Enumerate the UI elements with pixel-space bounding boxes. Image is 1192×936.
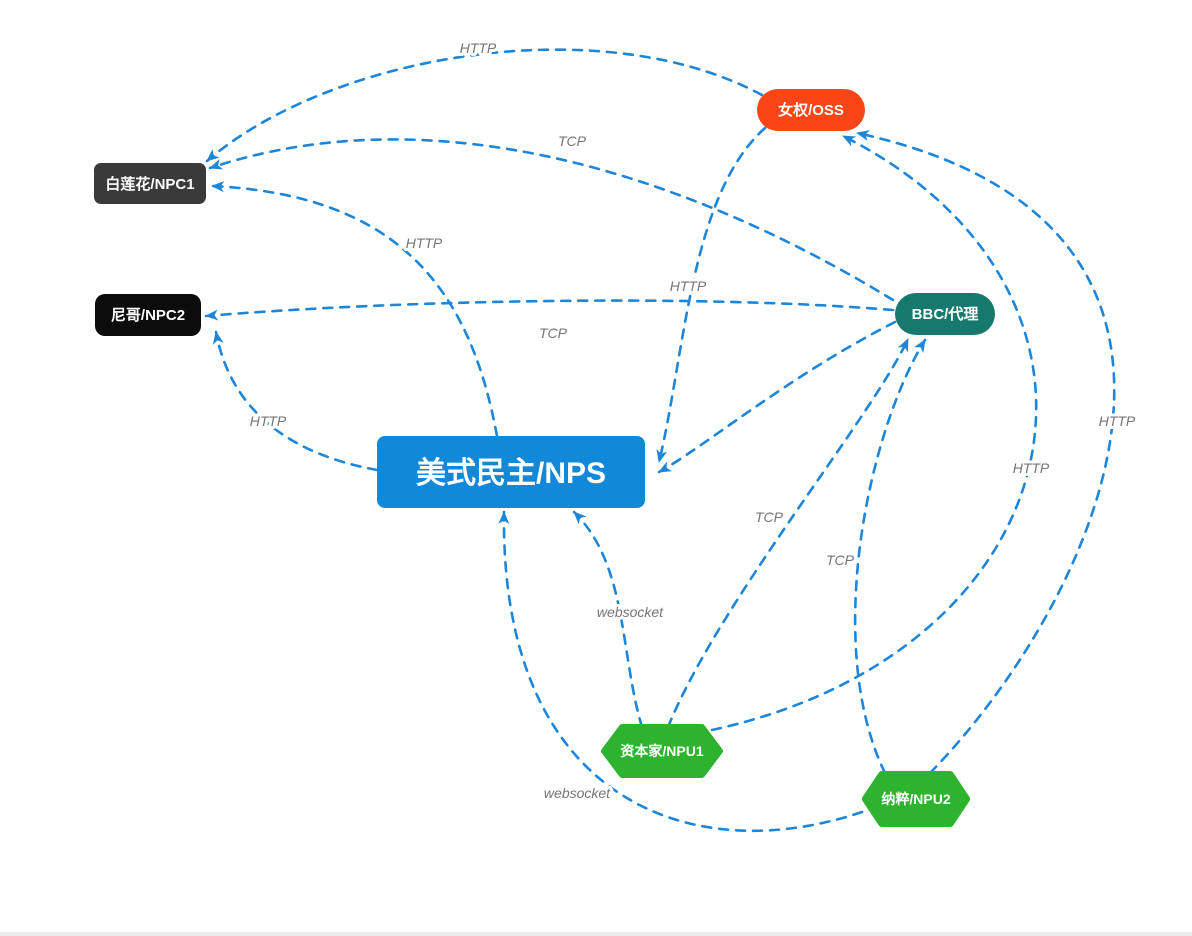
- node-npu1[interactable]: 资本家/NPU1: [601, 724, 723, 778]
- edge-label-http-oss-nps: HTTP: [670, 278, 707, 294]
- edge-label-http-nps-npc1: HTTP: [406, 235, 443, 251]
- edge-nps-to-npc1: [210, 181, 499, 438]
- node-npc1-label: 白莲花/NPC1: [105, 175, 194, 193]
- node-npu2-label: 纳粹/NPU2: [881, 791, 950, 807]
- edge-bbc-to-nps: [657, 320, 897, 474]
- edge-npu2-to-bbc: [853, 338, 927, 775]
- node-npc2[interactable]: 尼哥/NPC2: [95, 294, 201, 336]
- node-npu2-shape[interactable]: [866, 775, 966, 823]
- node-nps-label: 美式民主/NPS: [416, 456, 606, 490]
- bottom-edge-strip: [0, 932, 1192, 936]
- edge-bbc-to-npc2: [204, 299, 895, 321]
- nodes-layer: 女权/OSS 白莲花/NPC1 尼哥/NPC2 美式民主/NPS BBC/代理 …: [94, 89, 995, 827]
- edge-oss-to-npc1: [205, 48, 764, 163]
- node-npc2-shape[interactable]: [95, 294, 201, 336]
- edge-npu1-to-bbc: [666, 337, 910, 729]
- node-oss[interactable]: 女权/OSS: [757, 89, 865, 131]
- edge-oss-to-nps: [656, 126, 767, 464]
- node-npu1-outline: [601, 724, 723, 778]
- edge-npu2-to-oss: [855, 130, 1116, 775]
- node-oss-shape[interactable]: [757, 89, 865, 131]
- edge-label-http-oss-npc1: HTTP: [460, 40, 497, 56]
- edge-label-tcp-bbc-npc1: TCP: [558, 133, 587, 149]
- edges-layer: [204, 48, 1116, 832]
- edge-npu1-to-oss: [710, 134, 1038, 732]
- edge-label-tcp-npu2-bbc: TCP: [826, 552, 855, 568]
- node-bbc[interactable]: BBC/代理: [895, 293, 995, 335]
- node-npu1-shape[interactable]: [604, 727, 720, 775]
- edge-bbc-to-npc1: [208, 138, 895, 302]
- edge-label-http-nps-npc2: HTTP: [250, 413, 287, 429]
- node-bbc-shape[interactable]: [895, 293, 995, 335]
- node-nps-shape[interactable]: [377, 436, 645, 508]
- edge-npu2-to-nps: [498, 510, 864, 832]
- node-nps[interactable]: 美式民主/NPS: [377, 436, 645, 508]
- node-npu1-label: 资本家/NPU1: [620, 743, 703, 759]
- node-bbc-label: BBC/代理: [912, 305, 979, 323]
- node-oss-label: 女权/OSS: [778, 101, 844, 119]
- node-npc1[interactable]: 白莲花/NPC1: [94, 163, 206, 204]
- edge-label-websocket-npu2: websocket: [544, 785, 611, 801]
- node-npc1-shape[interactable]: [94, 163, 206, 204]
- edge-label-websocket-npu1: websocket: [597, 604, 664, 620]
- edge-nps-to-npc2: [212, 330, 379, 472]
- node-npc2-label: 尼哥/NPC2: [111, 307, 185, 324]
- edge-label-tcp-bbc-npc2: TCP: [539, 325, 568, 341]
- edge-label-http-npu2-oss: HTTP: [1099, 413, 1136, 429]
- edge-label-tcp-npu1-bbc: TCP: [755, 509, 784, 525]
- node-npu2[interactable]: 纳粹/NPU2: [862, 771, 970, 827]
- edge-labels-layer: HTTP TCP HTTP TCP HTTP HTTP websocket we…: [247, 37, 1139, 804]
- edge-label-http-npu1-oss: HTTP: [1013, 460, 1050, 476]
- node-npu2-outline: [862, 771, 970, 827]
